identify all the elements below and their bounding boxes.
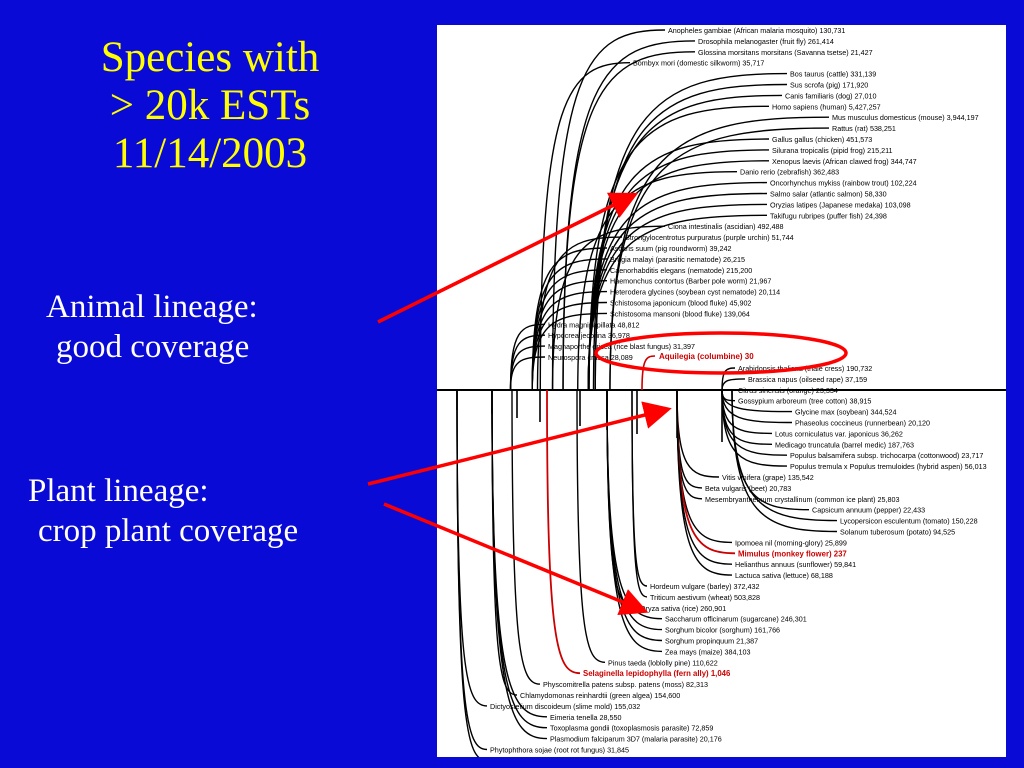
plant-caption-line-1: Plant lineage: <box>28 473 209 509</box>
plant-lineage-caption: Plant lineage: crop plant coverage <box>28 471 298 551</box>
plant-leaf-label: Sorghum propinquum 21,387 <box>665 637 758 646</box>
animal-leaf-label: Ciona intestinalis (ascidian) 492,488 <box>668 222 783 231</box>
tree-branch <box>456 389 488 751</box>
animal-leaf-label: Salmo salar (atlantic salmon) 58,330 <box>770 190 887 199</box>
plant-leaf-label: Oryza sativa (rice) 260,901 <box>640 604 726 613</box>
animal-leaf-label: Silurana tropicalis (pipid frog) 215,211 <box>772 146 893 155</box>
plant-leaf-label: Pinus taeda (loblolly pine) 110,622 <box>608 658 718 667</box>
animal-leaf-label: Ascaris suum (pig roundworm) 39,242 <box>610 244 731 253</box>
plant-leaf-label: Physcomitrella patens subsp. patens (mos… <box>543 680 708 689</box>
animal-caption-line-1: Animal lineage: <box>46 289 258 325</box>
animal-leaf-label: Hypocrea jecorina 36,978 <box>548 331 630 340</box>
animal-leaf-label: Gallus gallus (chicken) 451,573 <box>772 135 872 144</box>
animal-leaf-label: Rattus (rat) 538,251 <box>832 124 896 133</box>
animal-leaf-label: Brugia malayi (parasitic nematode) 26,21… <box>610 255 745 264</box>
plant-leaf-label: Chlamydomonas reinhardtii (green algea) … <box>520 691 680 700</box>
phylogenetic-tree: Anopheles gambiae (African malaria mosqu… <box>437 26 1006 757</box>
plant-leaf-label: Phaseolus coccineus (runnerbean) 20,120 <box>795 419 930 428</box>
plant-leaf-label: Sorghum bicolor (sorghum) 161,766 <box>665 626 780 635</box>
animal-leaf-label: Caenorhabditis elegans (nematode) 215,20… <box>610 266 752 275</box>
animal-leaf-label: Magnaporthe grisea (rice blast fungus) 3… <box>548 342 695 351</box>
animal-leaf-label: Xenopus laevis (African clawed frog) 344… <box>772 157 917 166</box>
animal-leaf-label: Homo sapiens (human) 5,427,257 <box>772 102 881 111</box>
animal-leaf-label: Drosophila melanogaster (fruit fly) 261,… <box>698 37 834 46</box>
plant-leaf-label: Plasmodium falciparum 3D7 (malaria paras… <box>550 735 722 744</box>
tree-branch <box>631 389 648 587</box>
plant-leaf-label: Triticum aestivum (wheat) 503,828 <box>650 593 760 602</box>
animal-leaf-label: Schistosoma mansoni (blood fluke) 139,06… <box>610 309 750 318</box>
animal-leaf-label: Danio rerio (zebrafish) 362,483 <box>740 168 839 177</box>
plant-leaf-label: Hordeum vulgare (barley) 372,432 <box>650 582 759 591</box>
tree-branch <box>721 378 746 391</box>
plant-leaf-label: Porphyra yezoensis 20,979 <box>490 756 577 757</box>
tree-branch <box>631 389 648 598</box>
animal-leaf-label: Bombyx mori (domestic silkworm) 35,717 <box>633 59 764 68</box>
plant-leaf-label: Arabidopsis thaliana (thale cress) 190,7… <box>738 364 872 373</box>
plant-leaf-label: Brassica napus (oilseed rape) 37,159 <box>748 375 867 384</box>
tree-branch <box>456 389 480 757</box>
plant-leaf-label: Lactuca sativa (lettuce) 68,188 <box>735 571 833 580</box>
animal-leaf-label: Glossina morsitans morsitans (Savanna ts… <box>698 48 873 57</box>
tree-branch <box>676 389 720 478</box>
plant-leaf-label: Eimeria tenella 28,550 <box>550 713 622 722</box>
title-line-1: Species with <box>100 34 320 81</box>
animal-leaf-label: Neurospora crassa 28,089 <box>548 353 633 362</box>
animal-leaf-label: Strongylocentrotus purpuratus (purple ur… <box>625 233 794 242</box>
tree-branch <box>509 356 546 391</box>
plant-leaf-label: Capsicum annuum (pepper) 22,433 <box>812 506 925 515</box>
plant-leaf-label: Phytophthora sojae (root rot fungus) 31,… <box>490 746 629 755</box>
tree-branch <box>641 355 656 391</box>
plant-leaf-label: Ipomoea nil (morning-glory) 25,899 <box>735 538 847 547</box>
plant-leaf-label: Toxoplasma gondii (toxoplasmosis parasit… <box>550 724 713 733</box>
animal-leaf-label: Mus musculus domesticus (mouse) 3,944,19… <box>832 113 979 122</box>
tree-branch <box>511 389 541 685</box>
tree-branch <box>491 389 548 729</box>
plant-leaf-label: Mesembryanthemum crystallinum (common ic… <box>705 495 900 504</box>
plant-leaf-label: Medicago truncatula (barrel medic) 187,7… <box>775 440 914 449</box>
tree-branch <box>576 389 606 663</box>
plant-leaf-label: Lotus corniculatus var. japonicus 36,262 <box>775 429 903 438</box>
plant-leaf-label: Populus balsamifera subsp. trichocarpa (… <box>790 451 983 460</box>
tree-branch <box>546 389 581 675</box>
phylogenetic-tree-panel: Anopheles gambiae (African malaria mosqu… <box>437 25 1006 757</box>
animal-leaf-label: Bos taurus (cattle) 331,139 <box>790 70 876 79</box>
aquilegia-leaf-label: Aquilegia (columbine) 30 <box>659 352 754 361</box>
plant-leaf-label: Dictyostelium discoideum (slime mold) 15… <box>490 702 640 711</box>
title-line-3: 11/14/2003 <box>112 130 308 177</box>
animal-leaf-label: Canis familiaris (dog) 27,010 <box>785 91 876 100</box>
tree-branch <box>491 389 548 740</box>
animal-caption-line-2: good coverage <box>56 329 250 365</box>
plant-leaf-label: Glycine max (soybean) 344,524 <box>795 408 896 417</box>
animal-leaf-label: Hydra magnipapillata 48,812 <box>548 320 640 329</box>
tree-branch <box>731 389 838 533</box>
plant-leaf-label: Vitis vinifera (grape) 135,542 <box>722 473 814 482</box>
highlighted-plant-leaf-label: Mimulus (monkey flower) 237 <box>738 549 847 558</box>
tree-branch <box>676 389 733 576</box>
animal-leaf-label: Oncorhynchus mykiss (rainbow trout) 102,… <box>770 179 917 188</box>
animal-leaf-label: Anopheles gambiae (African malaria mosqu… <box>668 26 845 35</box>
animal-lineage-caption: Animal lineage: good coverage <box>46 287 258 367</box>
plant-leaf-label: Helianthus annuus (sunflower) 59,841 <box>735 560 856 569</box>
title-line-2: > 20k ESTs <box>109 82 311 129</box>
plant-leaf-label: Solanum tuberosum (potato) 94,525 <box>840 528 955 537</box>
plant-leaf-label: Zea mays (maize) 384,103 <box>665 647 751 656</box>
slide-title: Species with > 20k ESTs 11/14/2003 <box>40 34 380 178</box>
plant-leaf-label: Populus tremula x Populus tremuloides (h… <box>790 462 987 471</box>
animal-leaf-label: Heterodera glycines (soybean cyst nemato… <box>610 288 780 297</box>
animal-leaf-label: Sus scrofa (pig) 171,920 <box>790 81 868 90</box>
animal-leaf-label: Haemonchus contortus (Barber pole worm) … <box>610 277 771 286</box>
animal-leaf-label: Schistosoma japonicum (blood fluke) 45,9… <box>610 299 751 308</box>
plant-leaf-label: Citrus sinensis (orange) 23,334 <box>738 386 838 395</box>
plant-leaf-label: Saccharum officinarum (sugarcane) 246,30… <box>665 615 807 624</box>
animal-leaf-label: Takifugu rubripes (puffer fish) 24,398 <box>770 211 887 220</box>
plant-caption-line-2: crop plant coverage <box>38 513 299 549</box>
animal-leaf-label: Oryzias latipes (Japanese medaka) 103,09… <box>770 200 911 209</box>
plant-leaf-label: Gossypium arboreum (tree cotton) 38,915 <box>738 397 871 406</box>
highlighted-plant-leaf-label: Selaginella lepidophylla (fern ally) 1,0… <box>583 669 731 678</box>
plant-leaf-label: Lycopersicon esculentum (tomato) 150,228 <box>840 517 978 526</box>
